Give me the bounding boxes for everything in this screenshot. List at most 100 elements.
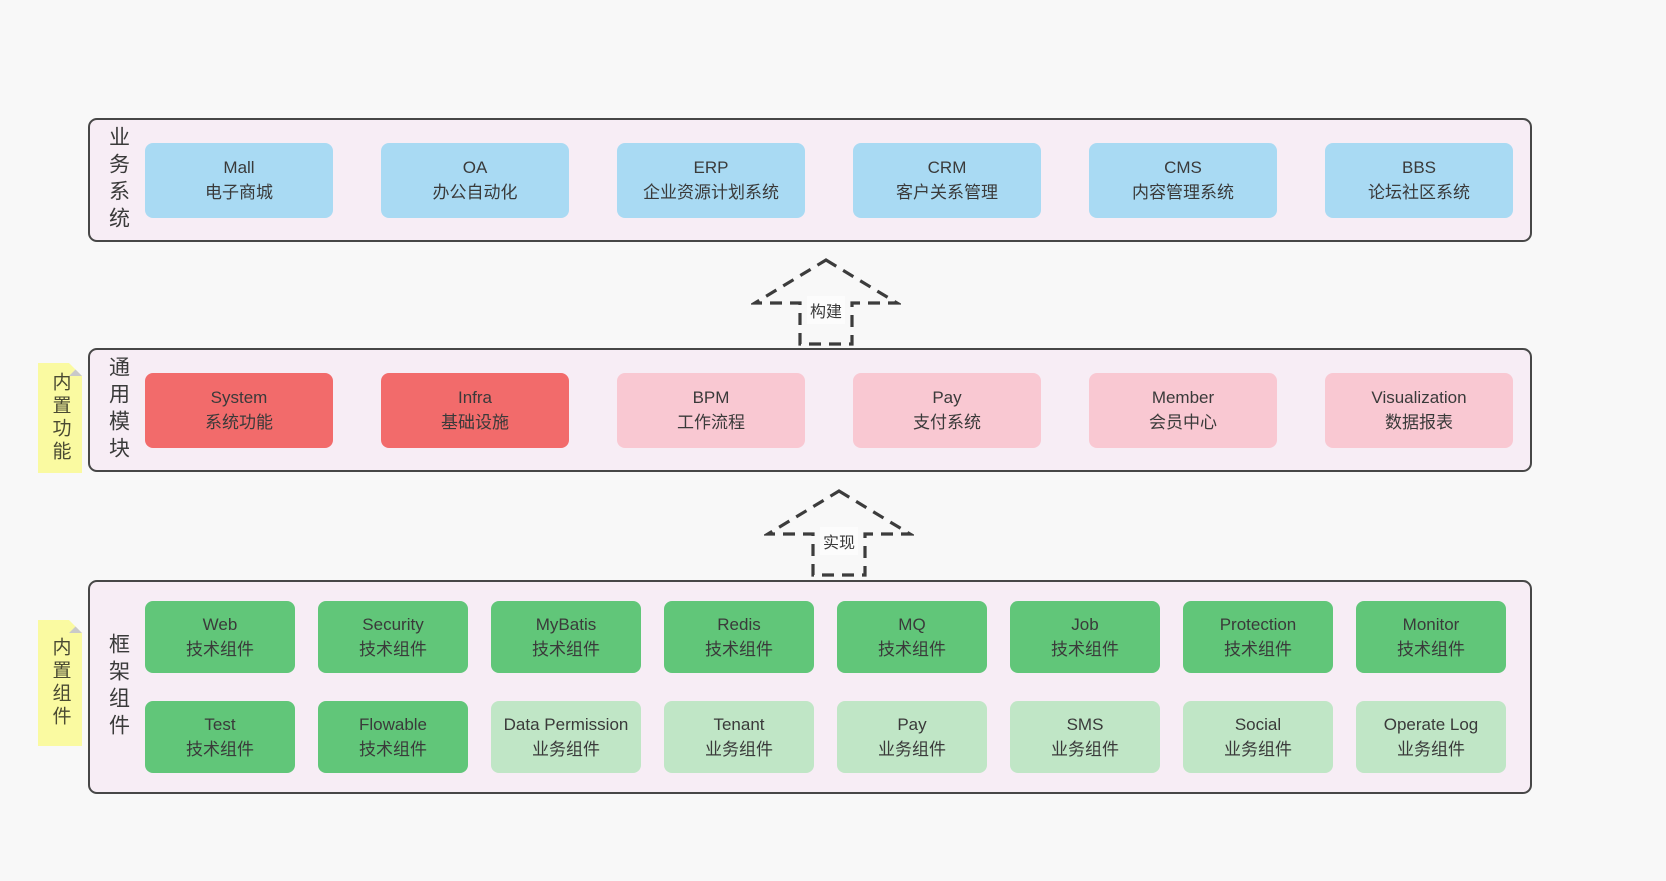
box-member: Member 会员中心 xyxy=(1089,372,1277,448)
layer-label-modules: 通用模块 xyxy=(106,356,130,464)
box-test: Test 技术组件 xyxy=(145,701,295,773)
box-subtitle: 技术组件 xyxy=(186,740,254,759)
box-social: Social 业务组件 xyxy=(1183,701,1333,773)
box-mybatis: MyBatis 技术组件 xyxy=(491,601,641,673)
box-crm: CRM 客户关系管理 xyxy=(853,142,1041,218)
box-subtitle: 技术组件 xyxy=(705,640,773,659)
box-pay-component: Pay 业务组件 xyxy=(837,701,987,773)
box-title: MyBatis xyxy=(535,614,597,634)
layer-business-systems: 业务系统 Mall 电子商城 OA 办公自动化 ERP 企业资源计划系统 CRM… xyxy=(88,118,1532,242)
box-oa: OA 办公自动化 xyxy=(381,142,569,218)
box-subtitle: 工作流程 xyxy=(677,413,745,432)
folded-corner-icon xyxy=(69,363,82,376)
box-infra: Infra 基础设施 xyxy=(381,372,569,448)
box-title: Job xyxy=(1071,614,1099,634)
box-title: Member xyxy=(1151,387,1215,407)
box-subtitle: 业务组件 xyxy=(532,740,600,759)
box-subtitle: 业务组件 xyxy=(1051,740,1119,759)
box-sms: SMS 业务组件 xyxy=(1010,701,1160,773)
box-subtitle: 支付系统 xyxy=(913,413,981,432)
box-title: Data Permission xyxy=(503,714,629,734)
box-subtitle: 基础设施 xyxy=(441,413,509,432)
box-monitor: Monitor 技术组件 xyxy=(1356,601,1506,673)
box-erp: ERP 企业资源计划系统 xyxy=(617,142,805,218)
box-title: Pay xyxy=(932,387,962,407)
arrow-build-label: 构建 xyxy=(806,296,846,324)
box-subtitle: 会员中心 xyxy=(1149,413,1217,432)
box-subtitle: 办公自动化 xyxy=(432,183,518,202)
box-subtitle: 电子商城 xyxy=(205,183,273,202)
layer-common-modules: 通用模块 System 系统功能 Infra 基础设施 BPM 工作流程 Pay… xyxy=(88,348,1532,472)
box-mq: MQ 技术组件 xyxy=(837,601,987,673)
box-title: Tenant xyxy=(713,714,765,734)
box-title: Pay xyxy=(897,714,927,734)
box-title: Protection xyxy=(1219,614,1297,634)
box-title: System xyxy=(210,387,268,407)
box-subtitle: 技术组件 xyxy=(1051,640,1119,659)
box-subtitle: 企业资源计划系统 xyxy=(643,183,779,202)
box-subtitle: 技术组件 xyxy=(1397,640,1465,659)
arrow-implement: 实现 xyxy=(764,487,914,579)
box-title: Flowable xyxy=(358,714,428,734)
box-mall: Mall 电子商城 xyxy=(145,142,333,218)
box-title: Monitor xyxy=(1402,614,1460,634)
box-title: Visualization xyxy=(1371,387,1467,407)
arrow-implement-label: 实现 xyxy=(819,527,859,555)
box-subtitle: 业务组件 xyxy=(705,740,773,759)
sticky-note-text: 内置组件 xyxy=(49,637,71,729)
box-title: Social xyxy=(1234,714,1282,734)
layer-label-business: 业务系统 xyxy=(106,126,130,234)
box-subtitle: 技术组件 xyxy=(359,740,427,759)
box-subtitle: 内容管理系统 xyxy=(1132,183,1234,202)
box-title: Security xyxy=(362,614,424,634)
box-subtitle: 业务组件 xyxy=(1397,740,1465,759)
box-flowable: Flowable 技术组件 xyxy=(318,701,468,773)
box-title: CRM xyxy=(927,157,967,177)
box-pay-module: Pay 支付系统 xyxy=(853,372,1041,448)
box-tenant: Tenant 业务组件 xyxy=(664,701,814,773)
box-title: Infra xyxy=(457,387,493,407)
up-arrow-icon xyxy=(764,489,914,577)
box-visualization: Visualization 数据报表 xyxy=(1325,372,1513,448)
box-subtitle: 系统功能 xyxy=(205,413,273,432)
box-title: ERP xyxy=(693,157,729,177)
box-protection: Protection 技术组件 xyxy=(1183,601,1333,673)
box-title: OA xyxy=(462,157,488,177)
box-data-permission: Data Permission 业务组件 xyxy=(491,701,641,773)
box-redis: Redis 技术组件 xyxy=(664,601,814,673)
sticky-note-built-in-components: 内置组件 xyxy=(38,620,82,746)
box-title: BBS xyxy=(1401,157,1437,177)
box-subtitle: 业务组件 xyxy=(1224,740,1292,759)
box-web: Web 技术组件 xyxy=(145,601,295,673)
box-title: Mall xyxy=(223,157,255,177)
sticky-note-built-in-features: 内置功能 xyxy=(38,363,82,473)
box-cms: CMS 内容管理系统 xyxy=(1089,142,1277,218)
box-system: System 系统功能 xyxy=(145,372,333,448)
box-title: Web xyxy=(202,614,238,634)
box-subtitle: 技术组件 xyxy=(878,640,946,659)
box-title: Redis xyxy=(717,614,761,634)
box-subtitle: 业务组件 xyxy=(878,740,946,759)
layer-label-components: 框架组件 xyxy=(106,633,130,741)
box-subtitle: 技术组件 xyxy=(186,640,254,659)
box-title: CMS xyxy=(1164,157,1202,177)
box-title: MQ xyxy=(898,614,926,634)
arrow-build: 构建 xyxy=(751,256,901,348)
box-title: Operate Log xyxy=(1383,714,1479,734)
box-subtitle: 技术组件 xyxy=(1224,640,1292,659)
box-title: SMS xyxy=(1066,714,1104,734)
box-bpm: BPM 工作流程 xyxy=(617,372,805,448)
layer-framework-components: 框架组件 Web 技术组件 Security 技术组件 MyBatis 技术组件 xyxy=(88,580,1532,794)
up-arrow-icon xyxy=(751,258,901,346)
box-subtitle: 数据报表 xyxy=(1385,413,1453,432)
box-subtitle: 技术组件 xyxy=(532,640,600,659)
sticky-note-text: 内置功能 xyxy=(49,372,71,464)
box-operate-log: Operate Log 业务组件 xyxy=(1356,701,1506,773)
box-bbs: BBS 论坛社区系统 xyxy=(1325,142,1513,218)
folded-corner-icon xyxy=(69,620,82,633)
box-subtitle: 客户关系管理 xyxy=(896,183,998,202)
box-subtitle: 技术组件 xyxy=(359,640,427,659)
box-security: Security 技术组件 xyxy=(318,601,468,673)
box-title: Test xyxy=(204,714,236,734)
box-job: Job 技术组件 xyxy=(1010,601,1160,673)
